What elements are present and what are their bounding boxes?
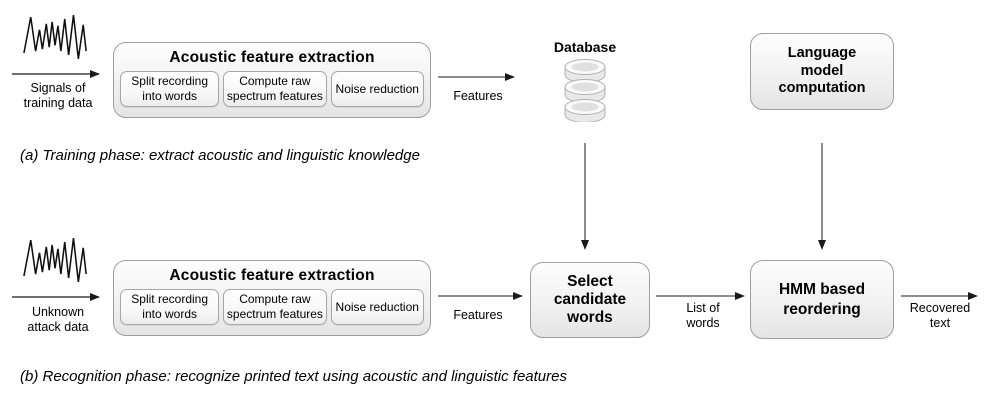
acoustic-extraction-box-training: Acoustic feature extraction Split record… [113, 42, 431, 118]
acoustic-extraction-title: Acoustic feature extraction [169, 49, 375, 66]
training-input-label: Signals of training data [23, 81, 93, 111]
step-split-recording: Split recording into words [120, 71, 220, 107]
acoustic-extraction-title: Acoustic feature extraction [169, 267, 375, 284]
step-compute-spectrum: Compute raw spectrum features [223, 71, 327, 107]
step-compute-spectrum: Compute raw spectrum features [223, 289, 327, 325]
recognition-features-label: Features [453, 308, 503, 322]
step-split-recording: Split recording into words [120, 289, 220, 325]
recognition-waveform-icon [23, 238, 87, 282]
training-features-label: Features [453, 89, 503, 103]
hmm-reordering-box: HMM based reordering [750, 260, 894, 339]
step-noise-reduction: Noise reduction [330, 289, 424, 325]
recognition-caption: (b) Recognition phase: recognize printed… [20, 368, 567, 385]
select-candidate-words-box: Select candidate words [530, 262, 650, 338]
list-of-words-label: List of words [686, 301, 720, 331]
training-waveform-icon [23, 15, 87, 59]
acoustic-steps-row: Split recording into words Compute raw s… [114, 67, 430, 107]
database-icon [564, 59, 606, 122]
language-model-box: Language model computation [750, 33, 894, 110]
recognition-input-label: Unknown attack data [27, 305, 89, 335]
database-label: Database [553, 39, 617, 55]
acoustic-steps-row: Split recording into words Compute raw s… [114, 285, 430, 325]
acoustic-extraction-box-recognition: Acoustic feature extraction Split record… [113, 260, 431, 336]
step-noise-reduction: Noise reduction [330, 71, 424, 107]
recovered-text-label: Recovered text [909, 301, 971, 331]
training-caption: (a) Training phase: extract acoustic and… [20, 147, 420, 164]
